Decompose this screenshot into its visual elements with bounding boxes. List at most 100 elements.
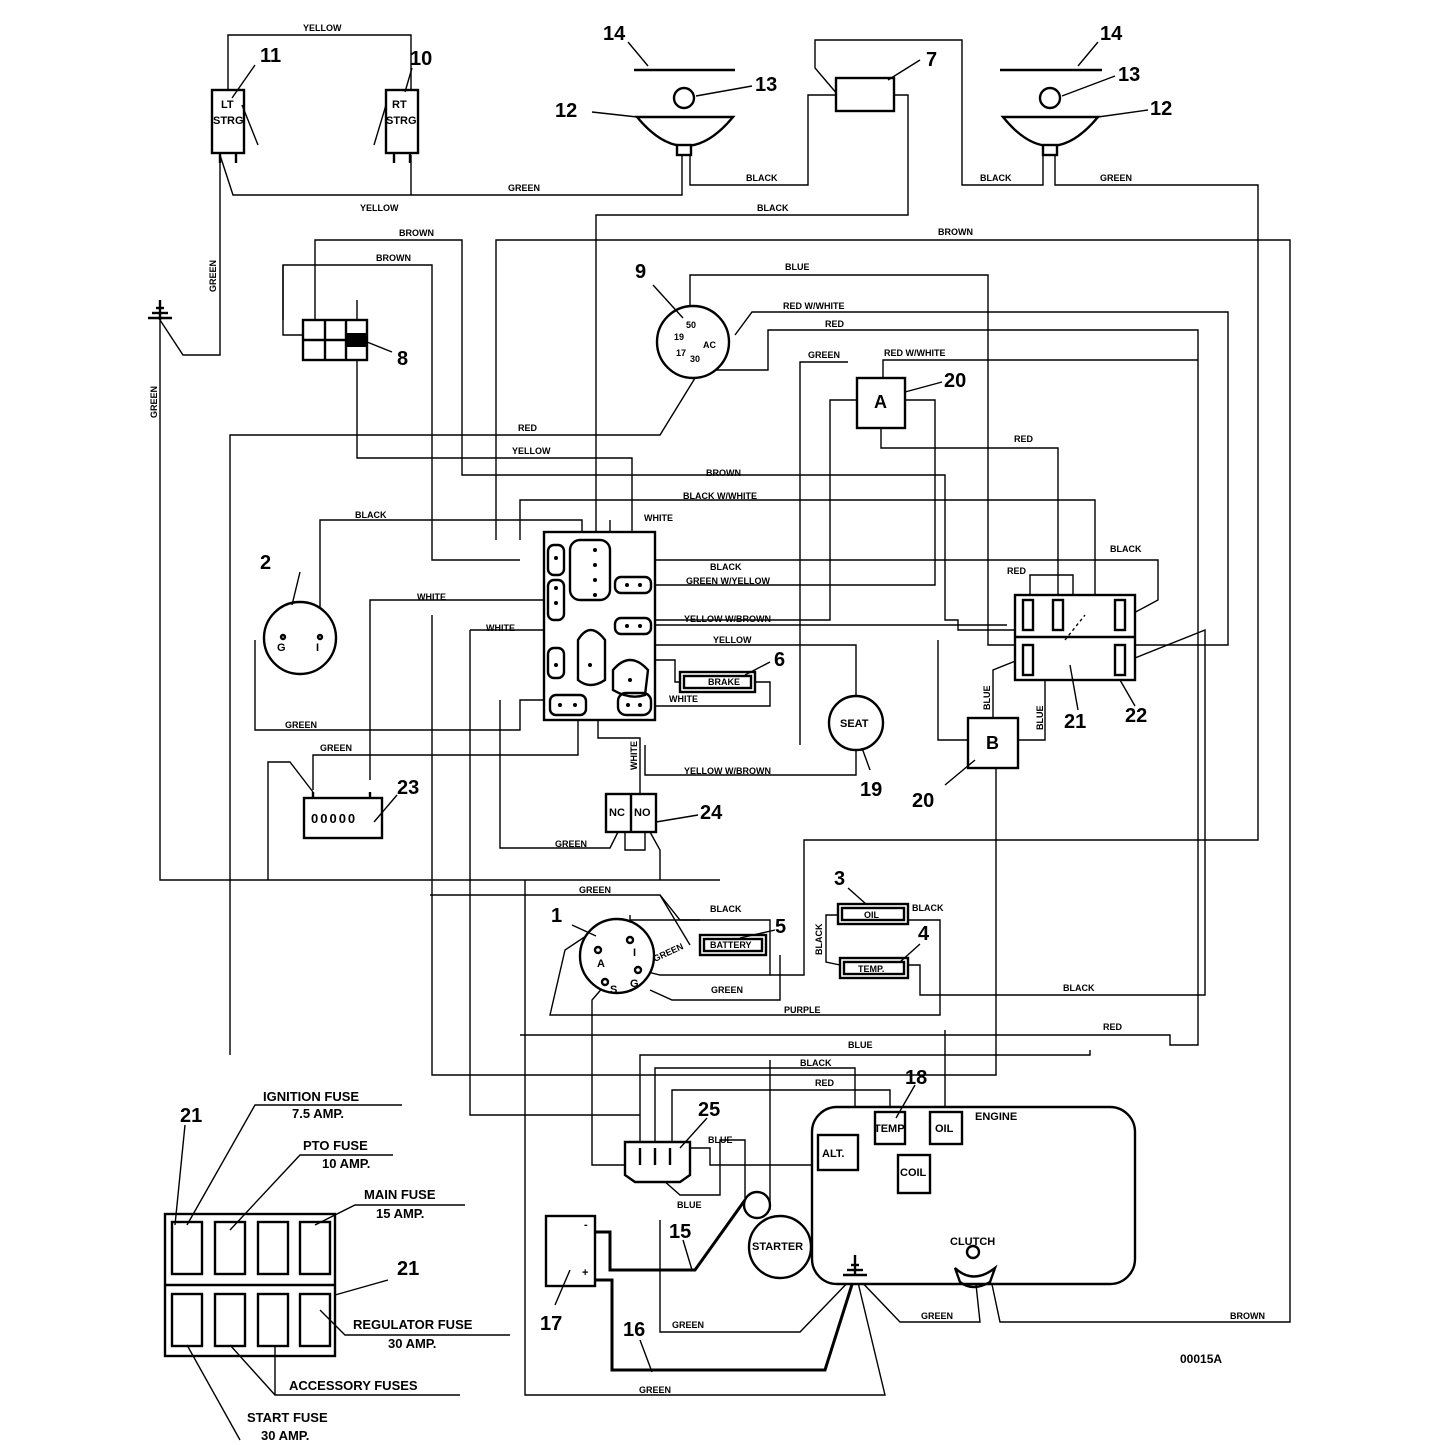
lt-strg-label-1: LT	[221, 99, 234, 111]
wl-white-3: WHITE	[486, 623, 515, 633]
wl-red-white-20: RED W/WHITE	[884, 348, 946, 358]
switch-2: G I	[262, 600, 338, 676]
callout-21c: 21	[397, 1258, 419, 1280]
wl-white-brake: WHITE	[669, 694, 698, 704]
wl-green-gnd: GREEN	[672, 1320, 704, 1330]
temp-light: TEMP.	[838, 956, 910, 980]
starter-label: STARTER	[752, 1241, 803, 1253]
switch2-i: I	[316, 642, 319, 654]
key1-g: G	[630, 978, 639, 990]
switch2-g: G	[277, 642, 286, 654]
wl-black-mid: BLACK	[710, 562, 742, 572]
callout-10: 10	[410, 48, 432, 70]
wl-brown-1: BROWN	[399, 228, 434, 238]
switch9-tac: AC	[703, 340, 716, 350]
key-switch-1: A I G S	[578, 917, 656, 996]
wl-green-vert-1: GREEN	[208, 260, 218, 292]
callout-21b: 21	[180, 1105, 202, 1127]
switch9-t19: 19	[674, 332, 684, 342]
switch-24: NC NO	[604, 792, 658, 834]
relay-b: B	[966, 716, 1020, 770]
wl-green-23: GREEN	[320, 743, 352, 753]
seat-label: SEAT	[840, 718, 869, 730]
fuse-leaders	[174, 1104, 510, 1441]
wl-white-2: WHITE	[417, 592, 446, 602]
wire-labels: YELLOW GREEN BLACK BLACK GREEN YELLOW BL…	[149, 23, 1265, 1395]
key1-a: A	[597, 958, 605, 970]
wl-black-white: BLACK W/WHITE	[683, 491, 757, 501]
battery-cables	[595, 1199, 857, 1372]
oil-light: OIL	[836, 902, 910, 926]
legend-start: START FUSE	[247, 1410, 328, 1425]
fuse-block	[163, 1212, 337, 1358]
wl-blue-9: BLUE	[785, 262, 810, 272]
wl-red-21: RED	[1014, 434, 1034, 444]
wl-green-2: GREEN	[285, 720, 317, 730]
callout-14a: 14	[603, 23, 626, 45]
wires	[159, 34, 1291, 1396]
rt-strg-switch: RT STRG	[373, 88, 420, 163]
wl-blue-25: BLUE	[708, 1135, 733, 1145]
engine: ENGINE TEMP OIL ALT. COIL CLUTCH	[810, 1105, 1137, 1289]
wl-black-5: BLACK	[710, 904, 742, 914]
wl-yellow-brown-24: YELLOW W/BROWN	[684, 766, 771, 776]
callout-17: 17	[540, 1313, 562, 1335]
seat-switch: SEAT	[827, 694, 885, 752]
wl-yellow-seat: YELLOW	[713, 635, 752, 645]
wl-black-long: BLACK	[757, 203, 789, 213]
engine-label: ENGINE	[975, 1111, 1017, 1123]
drawing-number: 00015A	[1180, 1352, 1222, 1366]
legend-main-amp: 15 AMP.	[376, 1206, 424, 1221]
connector-25	[623, 1140, 692, 1184]
wl-white-1: WHITE	[644, 513, 673, 523]
wl-green-bottom: GREEN	[639, 1385, 671, 1395]
callout-23: 23	[397, 777, 419, 799]
nc-label: NC	[609, 807, 625, 819]
callout-12a: 12	[555, 100, 577, 122]
wl-black-22: BLACK	[1110, 544, 1142, 554]
callout-11: 11	[260, 45, 281, 67]
clutch-label: CLUTCH	[950, 1236, 995, 1248]
key1-i: I	[633, 947, 636, 959]
wl-brown-clutch: BROWN	[1230, 1311, 1265, 1321]
wl-red-low: RED	[1103, 1022, 1123, 1032]
brake-switch: BRAKE	[678, 670, 757, 694]
wl-green-20: GREEN	[808, 350, 840, 360]
wl-purple: PURPLE	[784, 1005, 821, 1015]
oil-sender-label: OIL	[935, 1123, 954, 1135]
wl-black-oil: BLACK	[912, 903, 944, 913]
temp-sender-label: TEMP	[874, 1123, 905, 1135]
legend-regulator: REGULATOR FUSE	[353, 1317, 473, 1332]
lt-strg-switch: LT STRG	[210, 88, 259, 163]
legend-ignition: IGNITION FUSE	[263, 1089, 359, 1104]
rt-strg-label-2: STRG	[386, 115, 417, 127]
wl-blue-low: BLUE	[848, 1040, 873, 1050]
legend-pto-amp: 10 AMP.	[322, 1156, 370, 1171]
temp-light-label: TEMP.	[858, 964, 884, 974]
central-block	[542, 530, 657, 722]
wl-black-7: BLACK	[746, 173, 778, 183]
callout-19: 19	[860, 779, 882, 801]
connector-8	[301, 318, 369, 362]
wl-yellow-mid: YELLOW	[512, 446, 551, 456]
battery-light-label: BATTERY	[710, 940, 752, 950]
coil-label: COIL	[900, 1167, 927, 1179]
battery-light: BATTERY	[698, 933, 768, 957]
legend-pto: PTO FUSE	[303, 1138, 368, 1153]
legend-start-amp: 30 AMP.	[261, 1428, 309, 1443]
callout-9: 9	[635, 261, 646, 283]
ground-symbol-engine	[843, 1255, 867, 1277]
wl-black-2: BLACK	[355, 510, 387, 520]
wl-green-lamp-r: GREEN	[1100, 173, 1132, 183]
callout-13a: 13	[755, 74, 777, 96]
callout-20b: 20	[912, 790, 934, 812]
legend-accessory: ACCESSORY FUSES	[289, 1378, 418, 1393]
wl-black-eng: BLACK	[800, 1058, 832, 1068]
no-label: NO	[634, 807, 651, 819]
switch9-t17: 17	[676, 348, 686, 358]
relay-block-21-22	[1013, 593, 1137, 682]
wl-red-22: RED	[1007, 566, 1027, 576]
wl-green-white: GREEN W/YELLOW	[686, 576, 771, 586]
callout-16: 16	[623, 1319, 645, 1341]
